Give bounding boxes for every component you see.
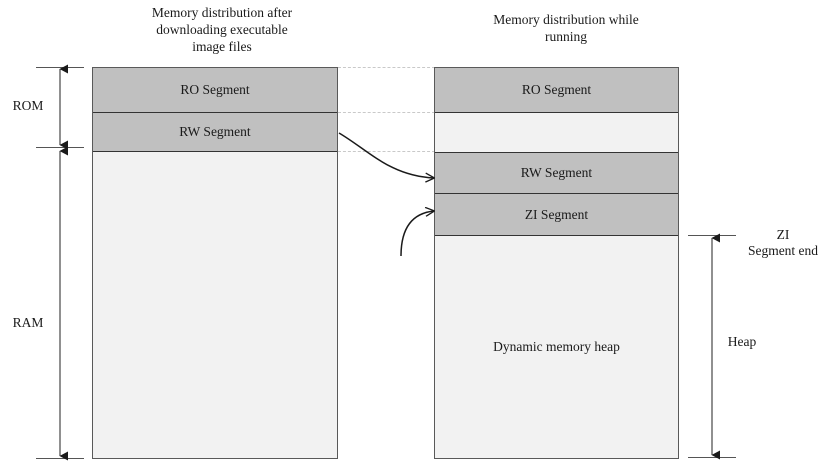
- left-memory-column: RO Segment RW Segment: [92, 67, 338, 459]
- right-segment-gap: [435, 113, 678, 153]
- tick-rom-bottom: [36, 147, 84, 148]
- tick-ram-bottom: [36, 458, 84, 459]
- connector-to-zi: [400, 211, 434, 257]
- tick-zi-segment-end: [688, 235, 736, 236]
- right-segment-zi: ZI Segment: [435, 194, 678, 236]
- guide-line-top-of-memory: [338, 67, 435, 68]
- left-segment-rw: RW Segment: [93, 113, 337, 152]
- right-memory-column: RO Segment RW Segment ZI Segment Dynamic…: [434, 67, 679, 459]
- left-column-title: Memory distribution after downloading ex…: [151, 5, 293, 54]
- tick-heap-bottom: [688, 457, 736, 458]
- label-zi-segment-end: ZI Segment end: [747, 227, 819, 258]
- right-column-title: Memory distribution while running: [493, 12, 639, 44]
- guide-line-ro-rw-boundary: [338, 112, 435, 113]
- label-heap: Heap: [727, 334, 757, 349]
- left-segment-ro: RO Segment: [93, 68, 337, 113]
- right-segment-rw: RW Segment: [435, 153, 678, 194]
- connector-rw-to-rw: [338, 132, 434, 178]
- label-rom: ROM: [12, 98, 44, 113]
- tick-rom-top: [36, 67, 84, 68]
- right-segment-ro: RO Segment: [435, 68, 678, 113]
- guide-line-rw-end-boundary: [338, 151, 435, 152]
- right-segment-dynamic-heap: Dynamic memory heap: [435, 236, 678, 458]
- left-segment-free: [93, 152, 337, 458]
- label-ram: RAM: [12, 315, 44, 330]
